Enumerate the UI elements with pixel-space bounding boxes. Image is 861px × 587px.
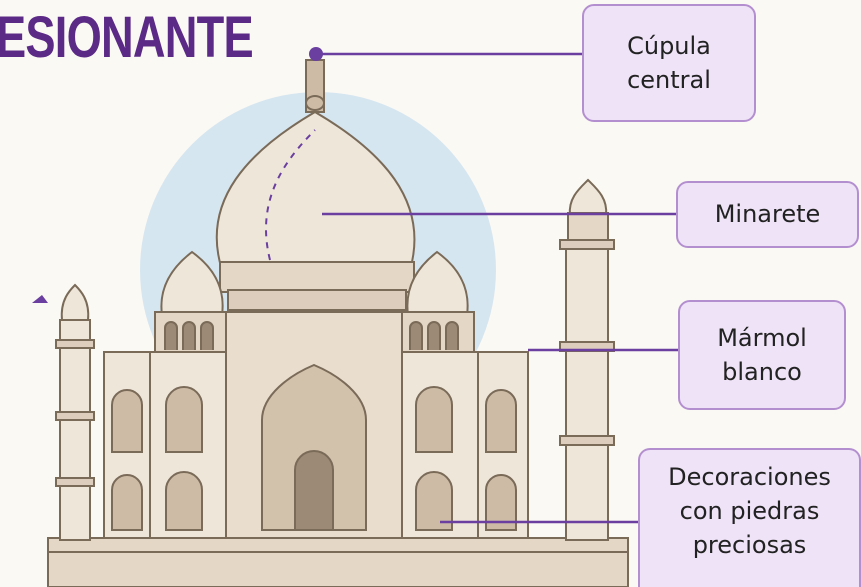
- label-line: Cúpula: [627, 31, 711, 60]
- label-line: central: [627, 66, 711, 94]
- left-minaret: [55, 283, 95, 541]
- plinth: [47, 537, 629, 587]
- leader-lines: [316, 52, 678, 524]
- leader-dot: [309, 47, 323, 61]
- main-building: [103, 311, 529, 543]
- page-title: ESIONANTE: [0, 5, 254, 70]
- label-minarete: Minarete: [676, 181, 859, 248]
- central-dome: [215, 59, 416, 311]
- label-line: blanco: [722, 358, 802, 386]
- bird-icon: [32, 295, 48, 303]
- label-line: Decoraciones: [668, 463, 831, 491]
- label-cupula-central: Cúpula central: [582, 4, 756, 122]
- label-line: Mármol: [717, 323, 807, 352]
- label-marmol-blanco: Mármol blanco: [678, 300, 846, 410]
- label-line: Minarete: [714, 200, 821, 229]
- label-line: preciosas: [692, 531, 807, 560]
- label-line: con piedras: [679, 497, 820, 526]
- label-decoraciones: Decoraciones con piedras preciosas: [638, 448, 861, 587]
- right-minaret: [559, 178, 615, 541]
- left-chhatri: [154, 250, 230, 353]
- right-chhatri: [399, 250, 475, 353]
